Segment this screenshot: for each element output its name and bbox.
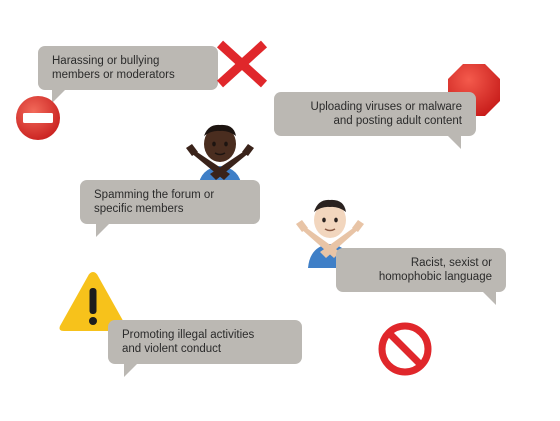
speech-bubble-uploading: Uploading viruses or malware and posting…: [274, 92, 476, 136]
person-gesturing-no-icon: [184, 122, 256, 188]
speech-bubble-harassing: Harassing or bullying members or moderat…: [38, 46, 218, 90]
no-entry-icon: [14, 94, 62, 142]
bubble-text: Uploading viruses or malware and posting…: [310, 101, 462, 127]
bubble-tail: [52, 89, 66, 103]
speech-bubble-spamming: Spamming the forum or specific members: [80, 180, 260, 224]
bubble-tail: [124, 363, 138, 377]
speech-bubble-racist: Racist, sexist or homophobic language: [336, 248, 506, 292]
bubble-text: Promoting illegal activities and violent…: [122, 329, 255, 355]
warning-icon: [56, 268, 130, 334]
speech-bubble-promoting: Promoting illegal activities and violent…: [108, 320, 302, 364]
prohibited-icon: [376, 320, 434, 378]
bubble-tail: [447, 135, 461, 149]
red-cross-mark-icon: [214, 38, 270, 90]
bubble-text: Harassing or bullying members or moderat…: [52, 55, 175, 81]
bubble-tail: [482, 291, 496, 305]
bubble-text: Racist, sexist or homophobic language: [378, 257, 492, 283]
bubble-text: Spamming the forum or specific members: [94, 189, 215, 215]
bubble-tail: [96, 223, 110, 237]
